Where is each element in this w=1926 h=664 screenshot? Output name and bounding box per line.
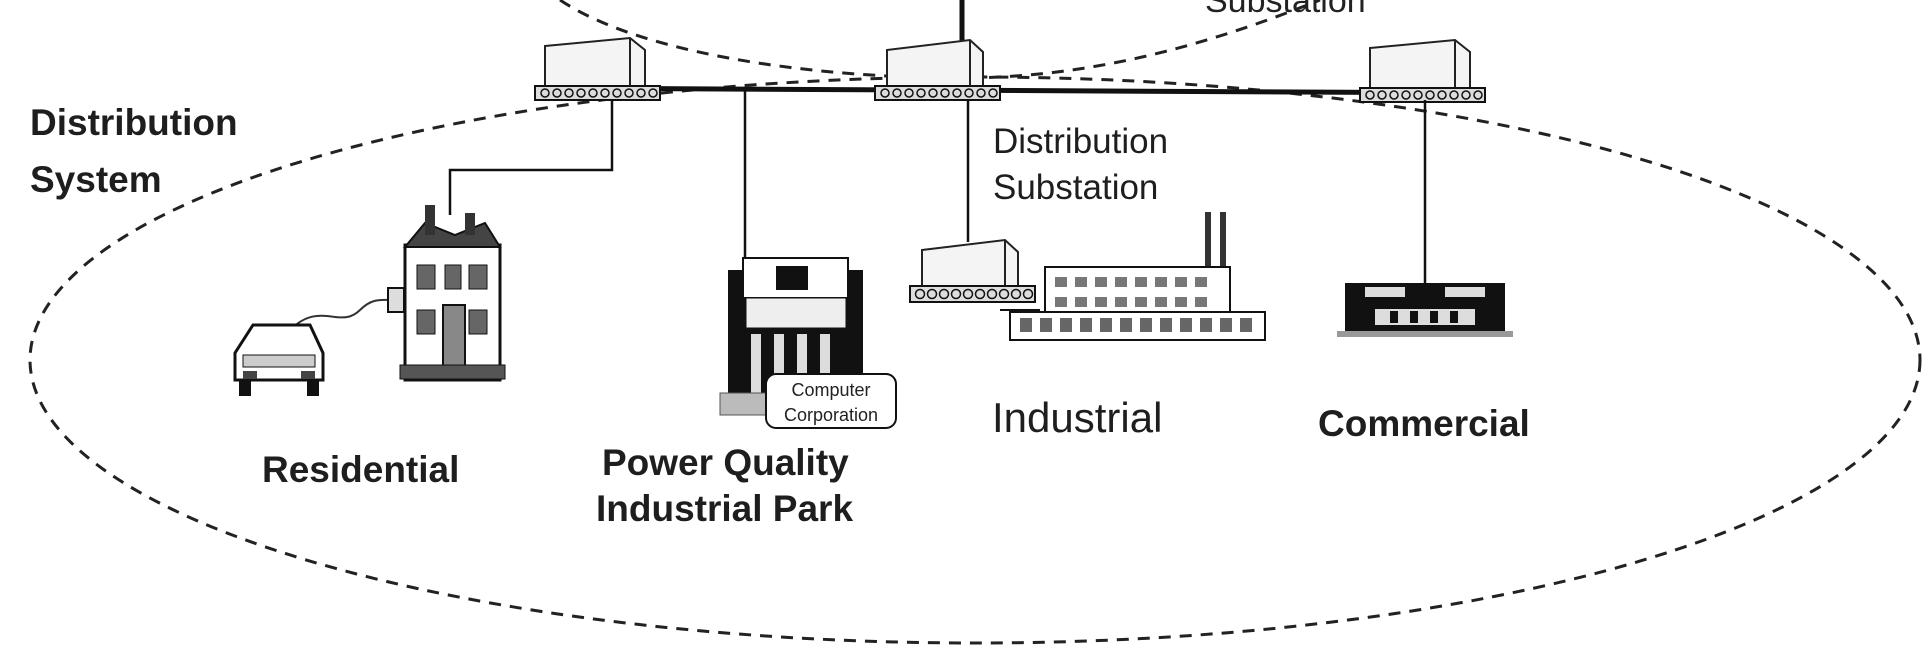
power-quality-label-line2: Industrial Park: [596, 488, 853, 529]
outlet-icon: [387, 287, 405, 313]
substation-right-icon: [1359, 38, 1486, 103]
distribution-system-label-line1: Distribution: [30, 102, 238, 143]
computer-label-line1: Computer: [791, 380, 870, 400]
feeder-to-residential: [448, 100, 614, 215]
commercial-label: Commercial: [1318, 403, 1530, 444]
residential-label: Residential: [262, 449, 459, 490]
industrial-label: Industrial: [992, 394, 1162, 441]
distribution-substation-label-line1: Distribution: [993, 122, 1168, 161]
main-bus-line: [534, 85, 1486, 96]
power-quality-label-line1: Power Quality: [602, 442, 849, 483]
substation-left-icon: [534, 36, 661, 101]
distribution-system-outline: [28, 75, 1922, 645]
charging-cord-icon: [289, 298, 396, 331]
factory-icon: [1009, 212, 1266, 341]
car-icon: [233, 323, 325, 396]
distribution-substation-label-line2: Substation: [993, 168, 1158, 207]
computer-corporation-sign: [765, 373, 897, 429]
transmission-region-outline: [559, 0, 1321, 80]
substation-center-icon: [874, 38, 1001, 101]
computer-label-line2: Corporation: [784, 405, 878, 425]
commercial-building-icon: [1337, 283, 1513, 337]
top-right-cut-label: Substation: [1205, 0, 1366, 20]
house-icon: [399, 205, 506, 382]
distribution-system-label-line2: System: [30, 159, 162, 200]
distribution-substation-icon: [909, 238, 1036, 303]
